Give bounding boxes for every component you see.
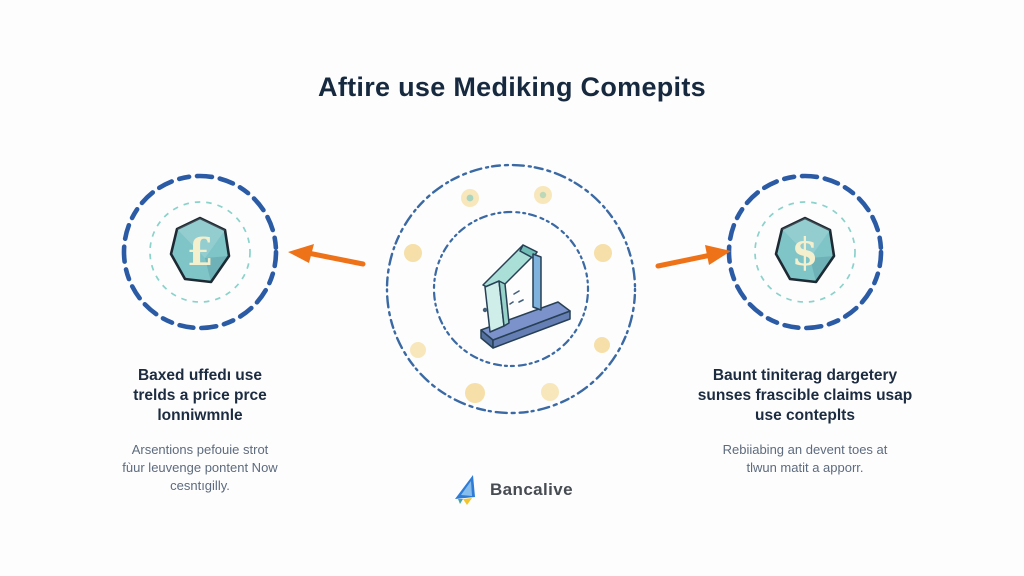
coin-shape: £ xyxy=(169,216,231,284)
dollar-coin-icon: $ xyxy=(726,173,884,331)
left-heading: Baxed uffedı use trelds a price prce lon… xyxy=(88,366,312,426)
right-heading-line: use conteplts xyxy=(755,407,855,424)
inner-dashed-ring xyxy=(754,201,856,303)
arrow-left-icon xyxy=(288,244,366,267)
left-node: £ xyxy=(120,172,280,332)
left-heading-line: trelds a price prce xyxy=(133,387,267,404)
sail-logo-icon xyxy=(455,475,475,505)
scatter-dots xyxy=(404,186,612,403)
left-text-block: Baxed uffedı use trelds a price prce lon… xyxy=(88,366,312,495)
inner-dashed-ring xyxy=(149,201,251,303)
right-heading: Baunt tiniterag dargetery sunses frascib… xyxy=(683,366,927,426)
right-text-block: Baunt tiniterag dargetery sunses frascib… xyxy=(683,366,927,477)
pound-coin-icon: £ xyxy=(121,173,279,331)
left-heading-line: Baxed uffedı use xyxy=(137,367,263,384)
brand-footer: Bancalive xyxy=(0,473,1024,507)
arrow-right-icon xyxy=(655,245,731,269)
right-description-line: Rebiiabing an devent toes at xyxy=(722,442,888,457)
outer-dashed-ring xyxy=(121,173,279,331)
brand-name: Bancalive xyxy=(490,480,573,499)
isometric-arch-machine-illustration xyxy=(385,163,637,415)
left-description-line: cesntıgilly. xyxy=(170,478,230,493)
center-outer-dotted-ring xyxy=(385,163,637,415)
center-inner-dotted-ring xyxy=(432,210,590,368)
arch-machine xyxy=(480,244,571,349)
center-node xyxy=(376,154,646,424)
left-description-line: Arsentions pefouie strot xyxy=(131,442,269,457)
right-description: Rebiiabing an devent toes at tlwun matit… xyxy=(683,441,927,477)
right-heading-line: Baunt tiniterag dargetery xyxy=(712,367,898,384)
right-description-line: tlwun matit a apporr. xyxy=(746,460,864,475)
page-title: Aftire use Mediking Comepits xyxy=(318,72,706,102)
left-heading-line: lonniwmnle xyxy=(157,407,243,424)
currency-symbol: £ xyxy=(187,229,213,274)
coin-shape: $ xyxy=(774,216,836,284)
right-heading-line: sunses frascible claims usap xyxy=(697,387,913,404)
right-node: $ xyxy=(725,172,885,332)
left-description: Arsentions pefouie strot fùur leuvenge p… xyxy=(88,441,312,495)
left-description-line: fùur leuvenge pontent Now xyxy=(122,460,278,475)
currency-symbol: $ xyxy=(792,229,818,274)
sketch-details xyxy=(482,290,524,313)
